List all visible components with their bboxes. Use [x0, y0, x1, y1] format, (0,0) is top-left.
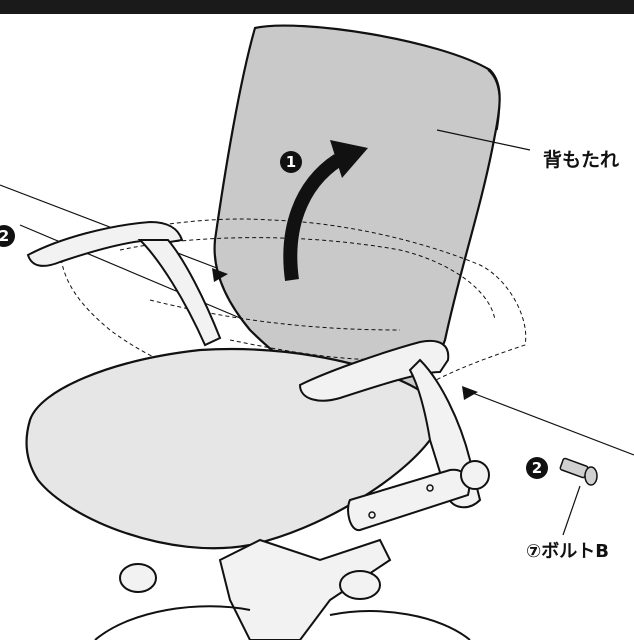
- insert-arrow-right: [462, 386, 478, 400]
- bolt-b-label: ⑦ボルトB: [526, 541, 609, 562]
- chair-base: [94, 538, 471, 641]
- backrest: [59, 24, 527, 412]
- backrest-leader: [436, 129, 531, 151]
- step-2-badge-right: 2: [526, 457, 548, 479]
- bolt-leader: [562, 485, 581, 536]
- guide-line-right: [469, 391, 634, 456]
- bolt-b-icon: [559, 457, 598, 486]
- rotate-arrow: [283, 140, 368, 281]
- right-armrest: [298, 340, 490, 532]
- step-1-badge: 1: [280, 151, 302, 173]
- top-border: [0, 0, 634, 14]
- insert-arrow-left: [212, 268, 228, 282]
- left-armrest: [26, 220, 222, 347]
- step-2-badge-left: 2: [0, 225, 15, 247]
- backrest-label: 背もたれ: [543, 149, 620, 171]
